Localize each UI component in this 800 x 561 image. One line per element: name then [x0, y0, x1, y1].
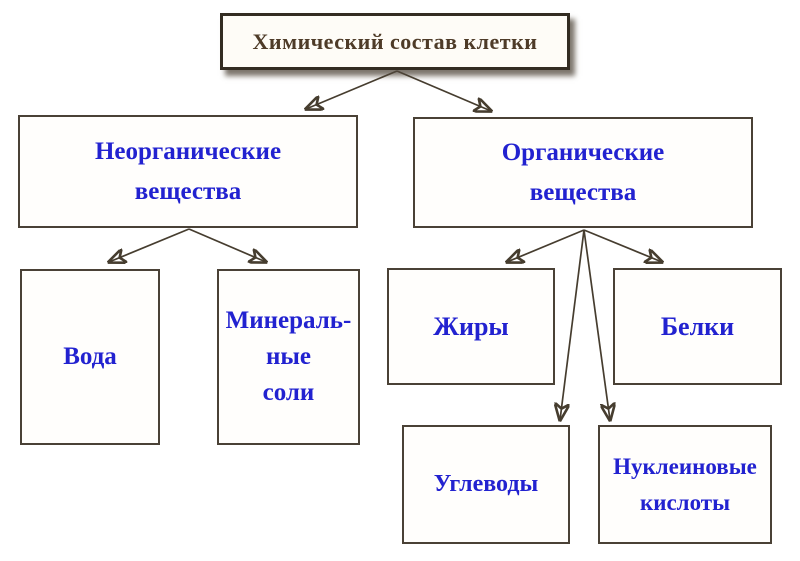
- node-chemical-composition: Химический состав клетки: [220, 13, 570, 70]
- node-mineral-salts-label: Минераль- ные соли: [225, 307, 352, 406]
- node-inorganic-substances-label: Неорганические вещества: [94, 137, 282, 205]
- edge-inorganic-mineral-salts: [188, 228, 266, 262]
- node-proteins: Белки: [613, 268, 782, 385]
- node-fats: Жиры: [387, 268, 555, 385]
- edge-inorganic-water: [109, 228, 190, 262]
- edge-root-organic: [396, 70, 491, 111]
- node-water: Вода: [20, 269, 160, 445]
- node-carbohydrates-label: Углеводы: [433, 471, 539, 497]
- edge-organic-fats: [507, 229, 585, 262]
- node-nucleic-acids-label: Нуклеиновые кислоты: [613, 453, 757, 515]
- node-organic-substances: Органические вещества: [413, 117, 753, 228]
- edge-organic-carbohydrates: [560, 229, 585, 420]
- node-organic-substances-label: Органические вещества: [501, 138, 665, 206]
- node-chemical-composition-label: Химический состав клетки: [252, 28, 538, 54]
- edge-root-inorganic: [306, 70, 398, 109]
- edge-organic-nucleic-acids: [583, 229, 610, 420]
- node-carbohydrates: Углеводы: [402, 425, 570, 544]
- edge-organic-proteins: [583, 229, 662, 262]
- node-inorganic-substances: Неорганические вещества: [18, 115, 358, 228]
- node-nucleic-acids: Нуклеиновые кислоты: [598, 425, 772, 544]
- node-fats-label: Жиры: [433, 311, 509, 341]
- node-water-label: Вода: [63, 343, 117, 370]
- node-mineral-salts: Минераль- ные соли: [217, 269, 360, 445]
- node-proteins-label: Белки: [660, 311, 735, 341]
